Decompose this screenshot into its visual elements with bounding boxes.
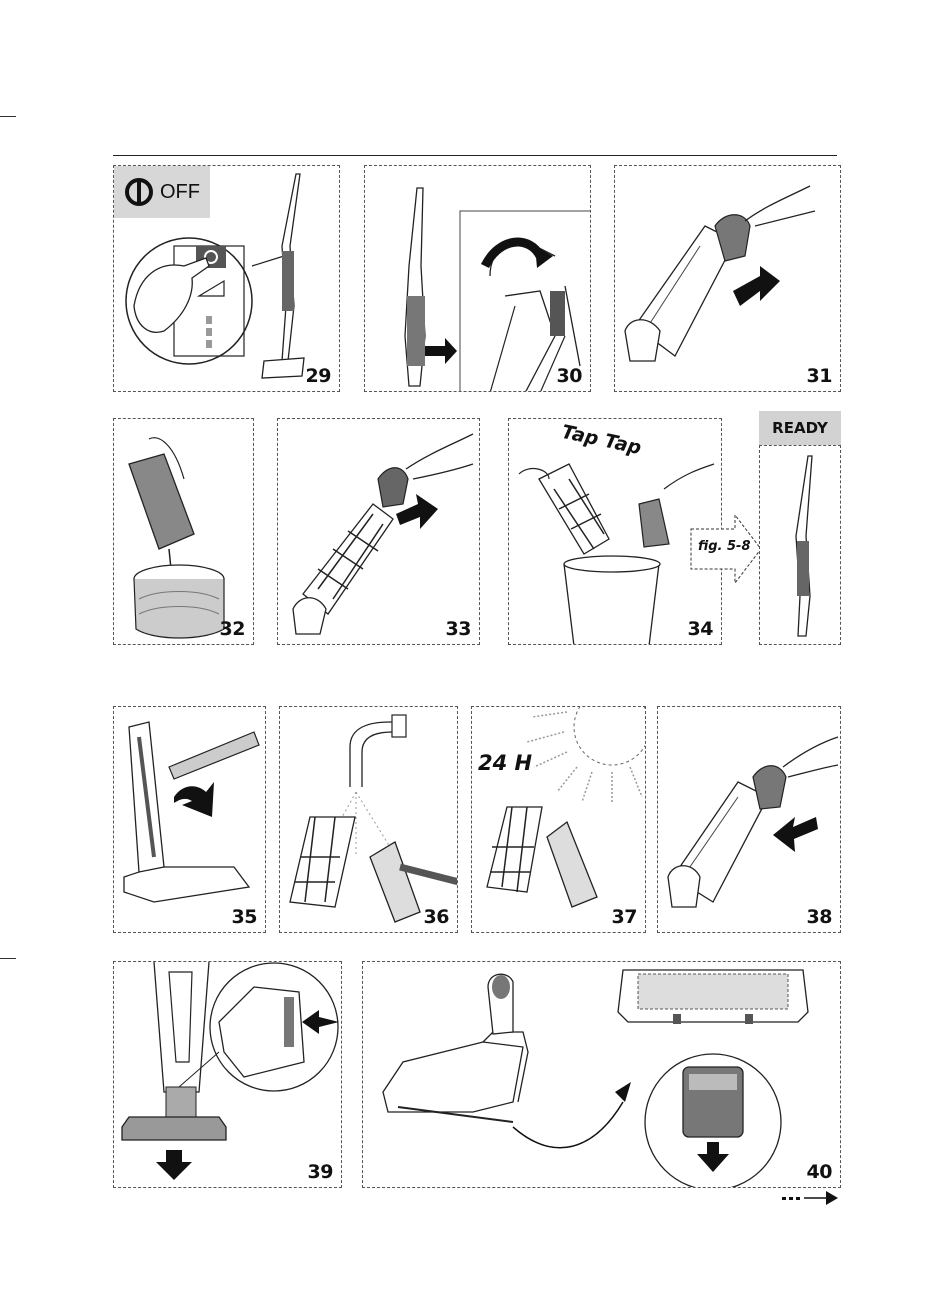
remove-filter-icon bbox=[278, 419, 480, 645]
dust-container-icon bbox=[615, 166, 841, 392]
vacuum-upright-icon bbox=[365, 166, 591, 392]
nozzle-release-icon bbox=[363, 962, 841, 1188]
margin-mark bbox=[0, 116, 16, 117]
duration-label: 24 H bbox=[478, 751, 532, 775]
power-switch-icon bbox=[114, 166, 340, 392]
panel-number: 33 bbox=[446, 618, 471, 640]
rinse-filter-icon bbox=[280, 707, 458, 933]
panel-number: 30 bbox=[557, 365, 582, 387]
ready-panel bbox=[759, 445, 841, 645]
remove-nozzle-icon bbox=[114, 962, 342, 1188]
panel-31: 31 bbox=[614, 165, 841, 392]
panel-number: 34 bbox=[688, 618, 713, 640]
next-page-arrow-icon bbox=[780, 1188, 840, 1208]
panel-39: 39 bbox=[113, 961, 342, 1188]
panel-29: OFF 29 bbox=[113, 165, 340, 392]
panel-40: 40 bbox=[362, 961, 841, 1188]
empty-container-icon bbox=[114, 419, 254, 645]
panel-number: 32 bbox=[220, 618, 245, 640]
panel-number: 40 bbox=[807, 1161, 832, 1183]
reinsert-container-icon bbox=[658, 707, 841, 933]
panel-36: 36 bbox=[279, 706, 458, 933]
panel-number: 36 bbox=[424, 906, 449, 928]
panel-33: 33 bbox=[277, 418, 480, 645]
top-rule bbox=[113, 155, 837, 156]
panel-37: 24 H 37 bbox=[471, 706, 646, 933]
panel-number: 37 bbox=[612, 906, 637, 928]
panel-30: 30 bbox=[364, 165, 591, 392]
fig-ref-label: fig. 5-8 bbox=[698, 539, 751, 554]
dry-sun-icon bbox=[472, 707, 646, 933]
brush-tool-icon bbox=[114, 707, 266, 933]
panel-number: 35 bbox=[232, 906, 257, 928]
panel-number: 31 bbox=[807, 365, 832, 387]
panel-35: 35 bbox=[113, 706, 266, 933]
vacuum-upright-icon bbox=[760, 446, 841, 645]
panel-number: 29 bbox=[306, 365, 331, 387]
panel-38: 38 bbox=[657, 706, 841, 933]
panel-32: 32 bbox=[113, 418, 254, 645]
fig-ref-arrow: fig. 5-8 bbox=[690, 514, 762, 584]
ready-badge: READY bbox=[759, 411, 841, 445]
panel-number: 39 bbox=[308, 1161, 333, 1183]
panel-number: 38 bbox=[807, 906, 832, 928]
margin-mark bbox=[0, 958, 16, 959]
